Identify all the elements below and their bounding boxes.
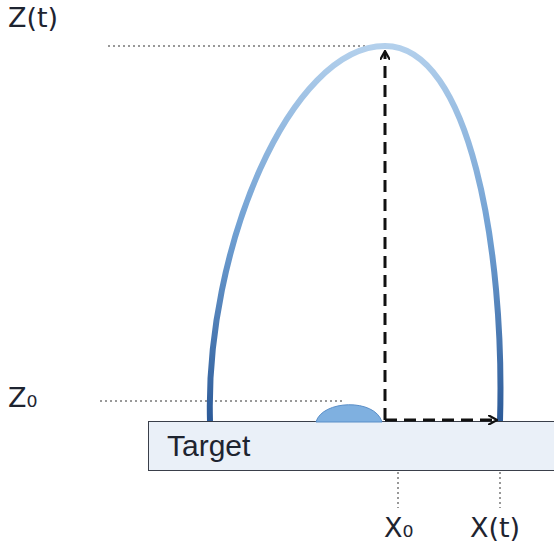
width-label: X(t): [470, 512, 520, 543]
base-label: Z₀: [8, 382, 37, 413]
guide-line: [108, 46, 385, 47]
height-arrow: [384, 52, 387, 420]
guide-line: [100, 401, 345, 402]
origin-label: X₀: [384, 512, 413, 543]
height-label: Z(t): [8, 2, 58, 33]
droplet: [316, 405, 382, 422]
plume-arch: [210, 46, 501, 421]
target-box: Target: [148, 421, 554, 471]
width-arrow: [385, 419, 496, 422]
target-label: Target: [167, 429, 250, 463]
